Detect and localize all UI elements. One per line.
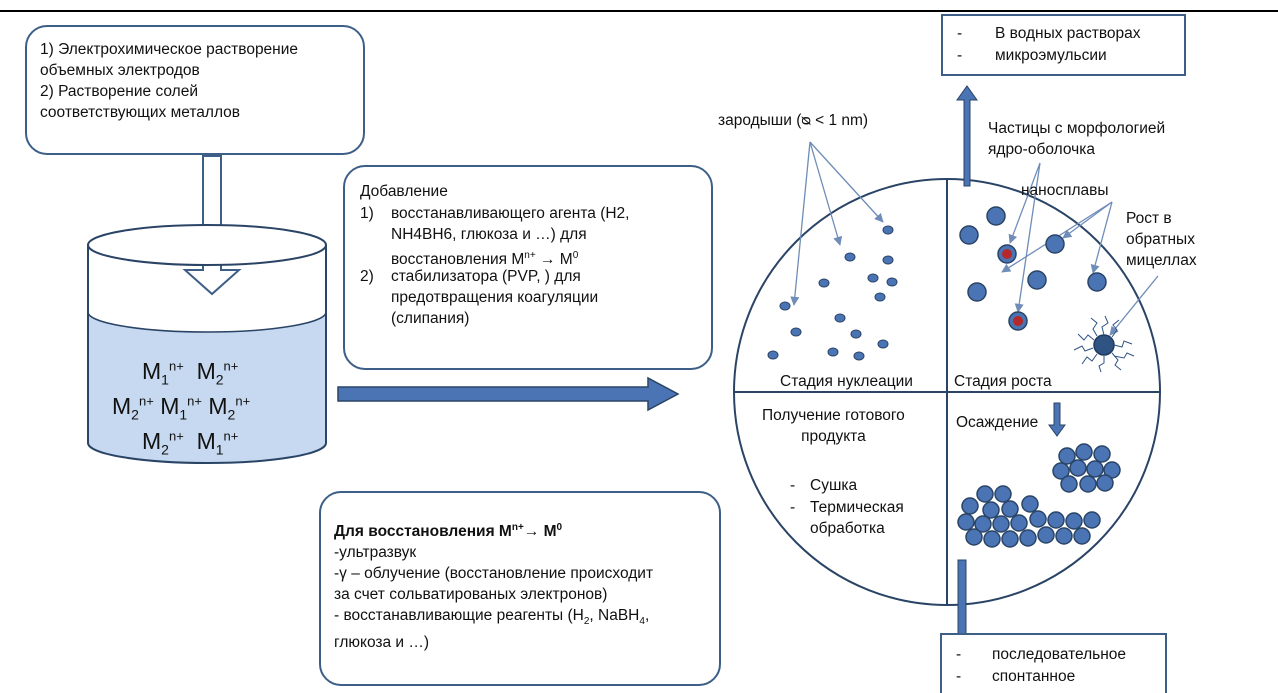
beaker (87, 224, 327, 464)
process-arrow (337, 376, 680, 412)
box-dash: - (957, 47, 963, 64)
nucleation-stage-label: Стадия нуклеации (780, 373, 913, 390)
nucleus-dot (767, 350, 779, 360)
ion: M2n+ (208, 393, 251, 423)
box-item: В водных растворах (995, 25, 1141, 42)
source-box: 1) Электрохимическое растворение объемны… (25, 25, 365, 155)
source-box-text: 1) Электрохимическое растворение объемны… (40, 39, 298, 123)
particle (959, 225, 979, 245)
beaker-liquid (88, 312, 326, 463)
source-line: 1) Электрохимическое растворение (40, 41, 299, 58)
arrow-up-to-box (956, 85, 978, 187)
ion: M1n+ (142, 358, 184, 388)
nucleus-dot (886, 277, 898, 287)
top-right-box: - В водных растворах - микроэмульсии (941, 14, 1186, 76)
particle (1027, 270, 1047, 290)
nucleus-dot (818, 278, 830, 288)
reduction-box: Для восстановления Mn+→ M0 -ультразвук -… (319, 491, 721, 686)
thermal-treatment-label: Термическая обработка (810, 499, 904, 537)
final-product-label: Получение готового продукта (762, 407, 905, 445)
growth-particles (959, 206, 1107, 302)
nucleus-dot (850, 329, 862, 339)
nucleus-dot (834, 313, 846, 323)
addition-item-1: восстанавливающего агента (H2, NH4BH6, г… (391, 205, 630, 269)
reduction-title: Для восстановления Mn+→ M0 (334, 522, 563, 541)
nuclei-pointers (790, 141, 884, 306)
nucleus-dot (827, 347, 839, 357)
ion-row-1: M1n+ M2n+ (142, 358, 238, 388)
nucleus-dot (882, 255, 894, 265)
nucleus-dot (882, 225, 894, 235)
ion: M2n+ (112, 393, 154, 423)
list-dash: - (790, 477, 796, 494)
precipitation-arrow (1048, 402, 1066, 437)
ion: M1n+ (196, 428, 239, 458)
nucleus-dot (844, 252, 856, 262)
core-shell-particles (997, 244, 1028, 331)
bottom-right-box: - последовательное - спонтанное (940, 633, 1167, 693)
nucleus-dot (867, 273, 879, 283)
addition-box: Добавление 1) восстанавливающего агента … (343, 165, 713, 370)
nucleus-dot (853, 351, 865, 361)
particle-core (1002, 249, 1012, 259)
ion-row-2: M2n+ M1n+ M2n+ (112, 393, 250, 423)
box-item: спонтанное (992, 668, 1076, 685)
source-line: соответствующих металлов (40, 104, 241, 121)
precipitation-label: Осаждение (956, 414, 1039, 431)
growth-stage-label: Стадия роста (954, 373, 1052, 390)
ion: M2n+ (142, 428, 184, 458)
drying-label: Сушка (810, 477, 858, 494)
ion-row-3: M2n+ M1n+ (142, 428, 238, 458)
nanoalloys-label: наносплавы (1021, 182, 1109, 199)
box-dash: - (957, 25, 963, 42)
particle (1045, 234, 1065, 254)
source-line: объемных электродов (40, 62, 200, 79)
reduction-box-text: Для восстановления Mn+→ M0 -ультразвук -… (334, 517, 653, 653)
liquid-surface (87, 311, 327, 333)
particle (967, 282, 987, 302)
particle-core (1013, 316, 1023, 326)
nucleus-dot (790, 327, 802, 337)
nuclei-label: зародыши (ᴓ < 1 nm) (718, 112, 869, 129)
beaker-rim (87, 224, 327, 266)
core-shell-label: Частицы с морфологией ядро-оболочка (988, 120, 1166, 158)
nucleus-dot (874, 292, 886, 302)
beaker-walls (87, 245, 327, 464)
ion: M1n+ (160, 393, 202, 423)
aggregate-clusters (957, 443, 1121, 548)
addition-item-number: 2) (360, 268, 374, 285)
nucleus-dot (779, 301, 791, 311)
addition-title: Добавление (360, 183, 448, 200)
nucleus-dot (877, 339, 889, 349)
particle (986, 206, 1006, 226)
reverse-micelle (1073, 315, 1135, 373)
box-item: последовательное (992, 646, 1127, 663)
box-dash: - (956, 646, 962, 663)
process-circle (733, 178, 1161, 606)
addition-item-2: стабилизатора (PVP, ) для предотвращения… (391, 268, 599, 327)
box-dash: - (956, 668, 962, 685)
list-dash: - (790, 499, 796, 516)
nuclei-dots (767, 225, 898, 361)
reverse-micelle-label: Рост в обратных мицеллах (1126, 210, 1197, 269)
ion: M2n+ (196, 358, 239, 388)
box-item: микроэмульсии (995, 47, 1107, 64)
source-line: 2) Растворение солей (40, 83, 198, 100)
addition-item-number: 1) (360, 205, 374, 222)
particle (1087, 272, 1107, 292)
